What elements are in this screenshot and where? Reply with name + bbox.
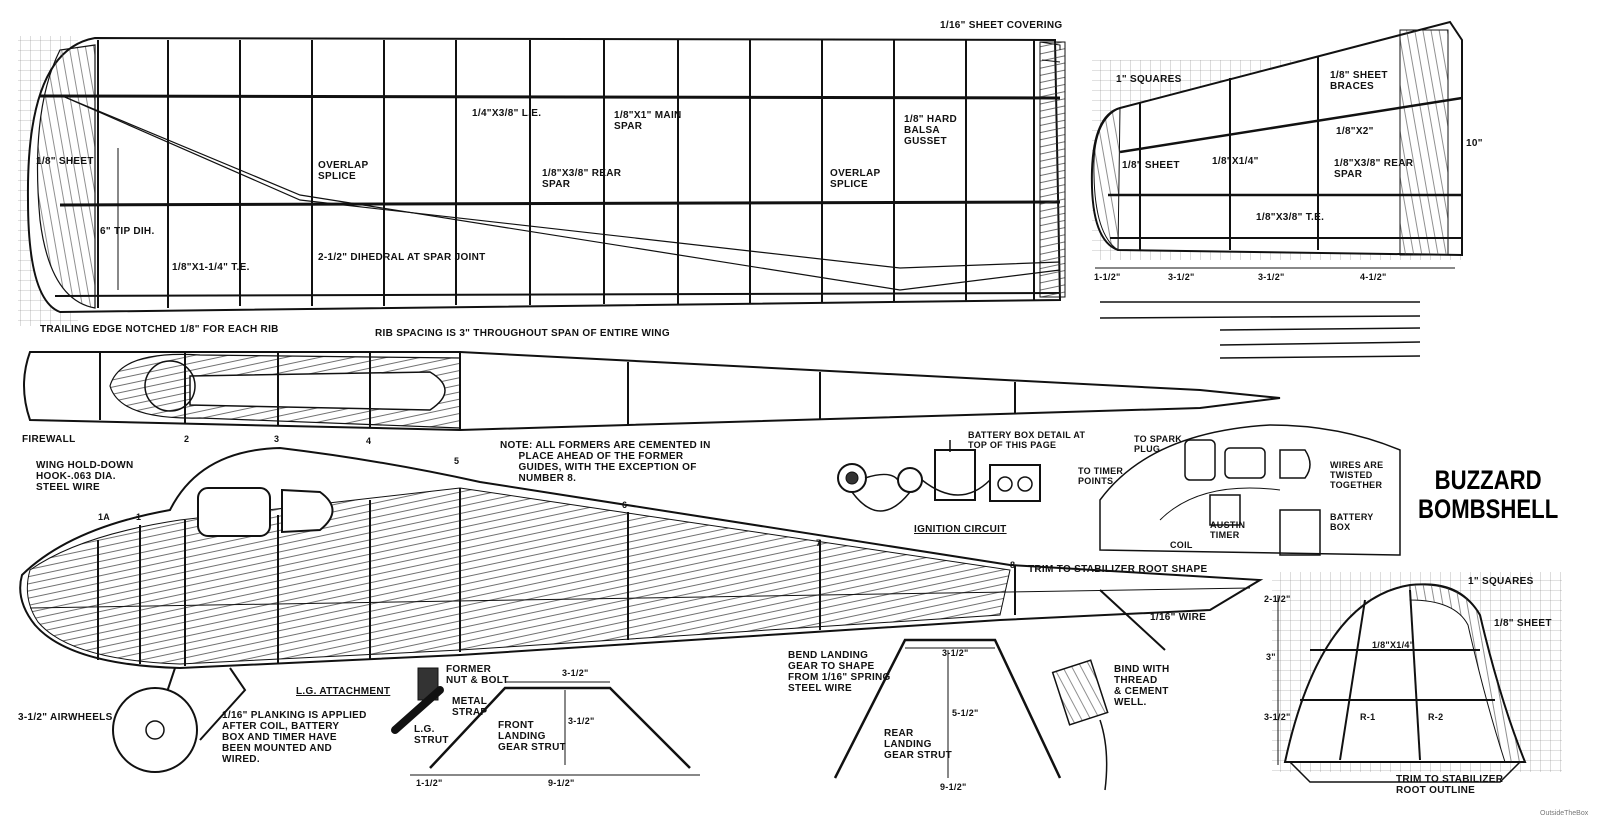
title-line-1: BUZZARD [1434,465,1542,495]
former-label-8: 8 [1010,560,1016,570]
fin-rib-r2-label: R-2 [1428,712,1444,722]
front-dim-height: 3-1/2" [568,716,595,726]
stab-dim-3: 3-1/2" [1258,272,1285,282]
stab-sheet-label: 1/8" SHEET [1122,160,1180,171]
battery-box-note: BATTERY BOX DETAIL AT TOP OF THIS PAGE [968,430,1086,450]
wing-tip-dihedral-label: 6" TIP DIH. [100,226,155,237]
stab-te-label: 1/8"X3/8" T.E. [1256,212,1325,223]
former-label-1a: 1A [98,512,111,522]
front-dim-top: 3-1/2" [562,668,589,678]
credit-watermark: OutsideTheBox [1540,810,1589,817]
cockpit-wiring-detail [1099,424,1401,556]
formers-note: NOTE: ALL FORMERS ARE CEMENTED IN PLACE … [500,440,711,484]
former-label-4: 4 [366,436,372,446]
firewall-label: FIREWALL [22,434,76,445]
fin-dim-a: 2-1/2" [1264,594,1291,604]
bind-thread-note: BIND WITH THREAD & CEMENT WELL. [1114,664,1170,708]
stab-squares-label: 1" SQUARES [1116,74,1182,85]
rear-strut-label: REAR LANDING GEAR STRUT [884,728,952,761]
fin-spar-label: 1/8"X1/4" [1372,640,1415,650]
coil-label: COIL [1170,540,1193,550]
rear-dim-height: 5-1/2" [952,708,979,718]
landing-gear-details [391,638,1109,791]
rear-dim-base: 9-1/2" [940,782,967,792]
wing-holddown-label: WING HOLD-DOWN HOOK-.063 DIA. STEEL WIRE [36,460,134,493]
airwheels-label: 3-1/2" AIRWHEELS [18,712,113,723]
fin-rib-r1-label: R-1 [1360,712,1376,722]
rear-dim-top: 3-1/2" [942,648,969,658]
former-label-2: 2 [184,434,190,444]
front-dim-base: 9-1/2" [548,778,575,788]
fin-sheet-label: 1/8" SHEET [1494,618,1552,629]
gusset-label: 1/8" HARD BALSA GUSSET [904,114,958,147]
wing-main-spar-label: 1/8"X1" MAIN SPAR [614,110,682,132]
stab-sheet-braces-label: 1/8" SHEET BRACES [1330,70,1388,92]
to-timer-label: TO TIMER POINTS [1078,466,1124,486]
bend-landing-gear-note: BEND LANDING GEAR TO SHAPE FROM 1/16" SP… [788,650,891,694]
wing-le-label: 1/4"X3/8" L.E. [472,108,542,119]
former-label-3: 3 [274,434,280,444]
fin-trim-note: TRIM TO STABILIZER ROOT OUTLINE [1396,774,1504,796]
rib-spacing-note: RIB SPACING IS 3" THROUGHOUT SPAN OF ENT… [375,328,670,339]
former-label-7: 7 [816,538,822,548]
former-bolt-label: FORMER NUT & BOLT [446,664,509,686]
ignition-circuit-diagram [837,440,1041,512]
wing-sheet-covering-label: 1/16" SHEET COVERING [940,20,1063,31]
planking-note: 1/16" PLANKING IS APPLIED AFTER COIL, BA… [222,710,367,765]
austin-timer-label: AUSTIN TIMER [1210,520,1246,540]
stab-height-dim: 10" [1466,138,1483,149]
stab-dim-2: 3-1/2" [1168,272,1195,282]
title-line-2: BOMBSHELL [1418,494,1559,524]
stab-spar-a-label: 1/8"X1/4" [1212,156,1259,167]
stabilizer-plan-view [1090,20,1463,359]
wing-te-label: 1/8"X1-1/4" T.E. [172,262,250,273]
former-label-1: 1 [136,512,142,522]
fin-squares-label: 1" SQUARES [1468,576,1534,587]
metal-strap-label: METAL STRAP [452,696,488,718]
front-dim-left: 1-1/2" [416,778,443,788]
ignition-circuit-caption: IGNITION CIRCUIT [914,524,1007,535]
fin-side-view [1272,572,1562,783]
lg-strut-label: L.G. STRUT [414,724,449,746]
fuselage-top-view [23,351,1281,432]
stab-rear-spar-label: 1/8"X3/8" REAR SPAR [1334,158,1414,180]
battery-box-label: BATTERY BOX [1330,512,1374,532]
lg-attachment-label: L.G. ATTACHMENT [296,686,391,697]
wires-twisted-label: WIRES ARE TWISTED TOGETHER [1330,460,1384,490]
former-label-5: 5 [454,456,460,466]
fin-dim-b: 3" [1266,652,1276,662]
wing-tip-sheet-label: 1/8" SHEET [36,156,94,167]
trim-note: TRIM TO STABILIZER ROOT SHAPE [1028,564,1208,575]
overlap-splice-2-label: OVERLAP SPLICE [830,168,881,190]
former-label-6: 6 [622,500,628,510]
overlap-splice-1-label: OVERLAP SPLICE [318,160,369,182]
wing-plan-view [18,36,1066,326]
stab-dim-4: 4-1/2" [1360,272,1387,282]
to-spark-plug-label: TO SPARK PLUG [1134,434,1183,454]
fin-dim-c: 3-1/2" [1264,712,1291,722]
stab-dim-1: 1-1/2" [1094,272,1121,282]
front-strut-label: FRONT LANDING GEAR STRUT [498,720,566,753]
stab-spar-b-label: 1/8"X2" [1336,126,1374,137]
fuselage-side-view [19,446,1264,773]
tail-wire-label: 1/16" WIRE [1150,612,1207,623]
wing-rear-spar-label: 1/8"X3/8" REAR SPAR [542,168,622,190]
dihedral-label: 2-1/2" DIHEDRAL AT SPAR JOINT [318,252,486,263]
trailing-edge-note: TRAILING EDGE NOTCHED 1/8" FOR EACH RIB [40,324,279,335]
